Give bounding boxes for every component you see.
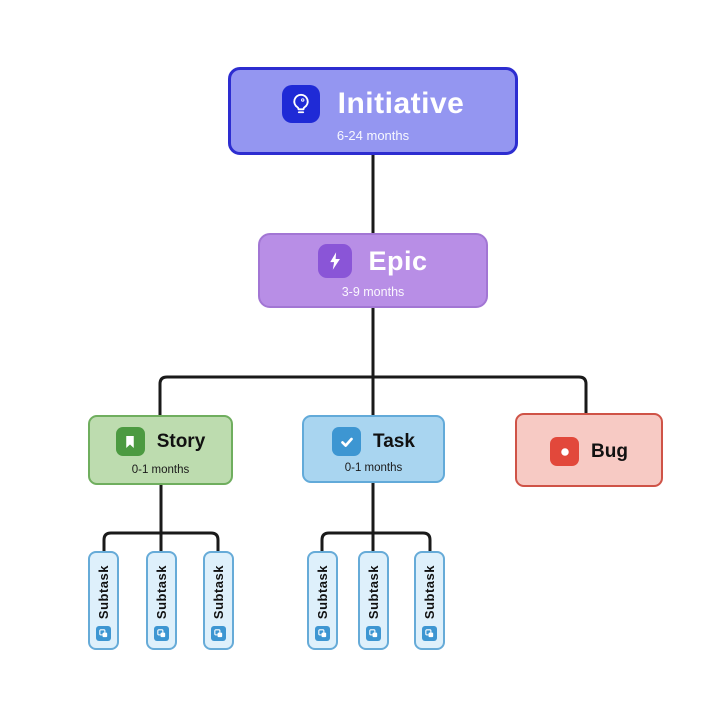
edge-story-subtasks xyxy=(102,531,220,553)
copy-pages-icon xyxy=(211,626,226,641)
node-subtask-task-1[interactable]: Subtask xyxy=(307,551,338,650)
bookmark-icon xyxy=(115,427,145,456)
subtask-label: Subtask xyxy=(366,565,381,620)
copy-pages-icon xyxy=(154,626,169,641)
task-duration: 0-1 months xyxy=(344,462,403,474)
task-label: Task xyxy=(373,430,415,452)
story-duration: 0-1 months xyxy=(131,464,190,476)
node-subtask-task-2[interactable]: Subtask xyxy=(358,551,389,650)
lightning-bolt-icon xyxy=(318,244,353,278)
copy-pages-icon xyxy=(422,626,437,641)
copy-pages-icon xyxy=(315,626,330,641)
checkmark-icon xyxy=(332,427,362,456)
subtask-label: Subtask xyxy=(154,565,169,620)
subtask-label: Subtask xyxy=(422,565,437,620)
bug-label: Bug xyxy=(591,440,628,462)
node-subtask-task-3[interactable]: Subtask xyxy=(414,551,445,650)
node-story[interactable]: Story 0-1 months xyxy=(88,415,233,485)
edge-task-subtasks xyxy=(320,531,432,553)
node-initiative[interactable]: Initiative 6-24 months xyxy=(228,67,518,155)
subtask-label: Subtask xyxy=(96,565,111,620)
initiative-label: Initiative xyxy=(337,87,465,120)
epic-duration: 3-9 months xyxy=(341,285,405,299)
subtask-label: Subtask xyxy=(315,565,330,620)
bug-dot-icon xyxy=(550,437,580,466)
node-subtask-story-1[interactable]: Subtask xyxy=(88,551,119,650)
node-subtask-story-2[interactable]: Subtask xyxy=(146,551,177,650)
subtask-label: Subtask xyxy=(211,565,226,620)
node-bug[interactable]: Bug xyxy=(515,413,663,487)
node-task[interactable]: Task 0-1 months xyxy=(302,415,445,483)
copy-pages-icon xyxy=(96,626,111,641)
story-label: Story xyxy=(156,430,206,452)
epic-label: Epic xyxy=(368,245,428,276)
node-epic[interactable]: Epic 3-9 months xyxy=(258,233,488,308)
initiative-duration: 6-24 months xyxy=(336,128,410,143)
copy-pages-icon xyxy=(366,626,381,641)
node-subtask-story-3[interactable]: Subtask xyxy=(203,551,234,650)
lightbulb-icon xyxy=(281,85,320,123)
edge-epic-story-bug xyxy=(158,375,588,417)
